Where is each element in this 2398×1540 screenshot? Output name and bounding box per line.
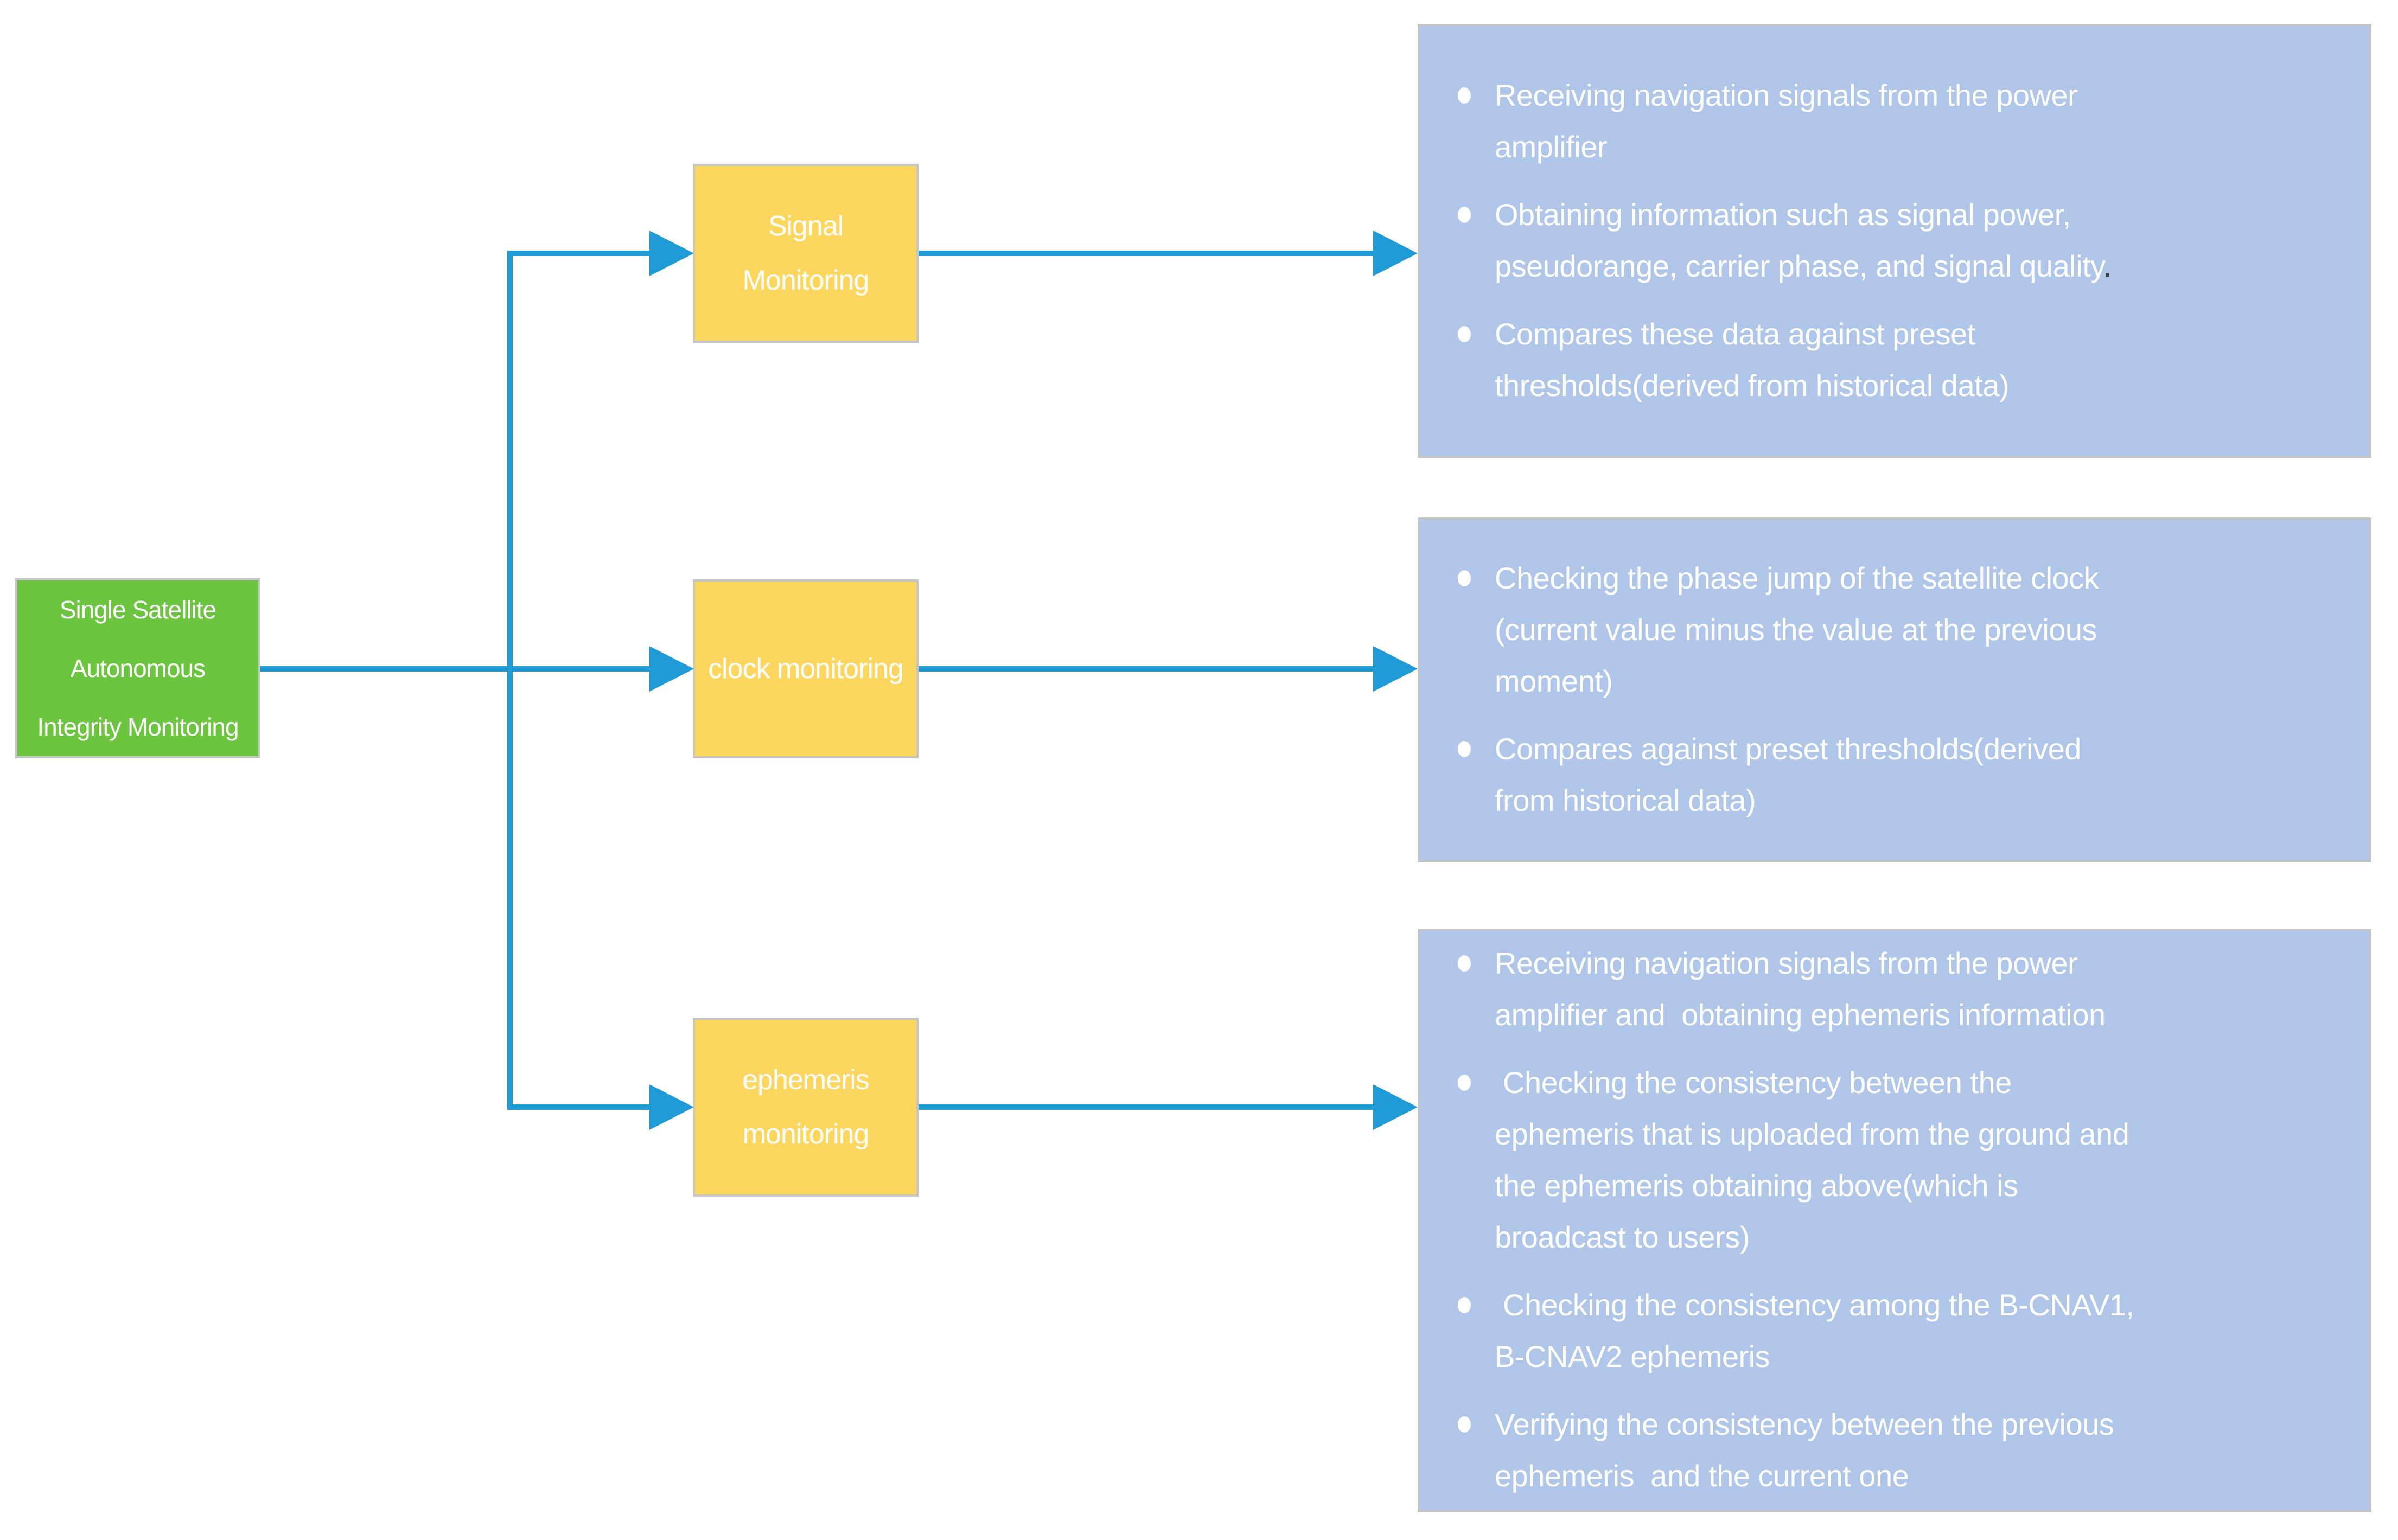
bullet-line: moment) bbox=[1495, 664, 1613, 698]
branch-node-clock-monitoring: clock monitoring bbox=[693, 579, 919, 758]
bullet-line: the ephemeris obtaining above(which is bbox=[1495, 1168, 2018, 1203]
bullet-text: Verifying the consistency between the pr… bbox=[1495, 1398, 2114, 1501]
bullet-line: Checking the consistency between the bbox=[1495, 1065, 2012, 1100]
arrowhead-icon bbox=[649, 646, 694, 692]
bullet-line: Receiving navigation signals from the po… bbox=[1495, 946, 2078, 980]
bullet-line: broadcast to users) bbox=[1495, 1220, 1750, 1254]
connector-trunk-to-signal bbox=[507, 251, 650, 256]
dark-period: . bbox=[2103, 249, 2112, 283]
connector-signal-to-detail bbox=[919, 251, 1374, 256]
bullet-dot-icon bbox=[1458, 1297, 1471, 1313]
bullet-text: Compares against preset thresholds(deriv… bbox=[1495, 723, 2081, 826]
connector-root-to-trunk bbox=[260, 666, 650, 672]
bullet-item: Checking the phase jump of the satellite… bbox=[1453, 552, 2353, 707]
bullet-item: Receiving navigation signals from the po… bbox=[1453, 937, 2353, 1040]
bullet-line: amplifier and obtaining ephemeris inform… bbox=[1495, 998, 2106, 1032]
bullet-text: Checking the phase jump of the satellite… bbox=[1495, 552, 2099, 707]
branch-node-label: clock monitoring bbox=[708, 642, 904, 696]
bullet-list: Receiving navigation signals from the po… bbox=[1453, 69, 2353, 411]
bullet-line: Checking the consistency among the B-CNA… bbox=[1495, 1288, 2134, 1322]
detail-panel-clock-monitoring: Checking the phase jump of the satellite… bbox=[1418, 517, 2371, 862]
bullet-line: pseudorange, carrier phase, and signal q… bbox=[1495, 249, 2112, 283]
bullet-text: Obtaining information such as signal pow… bbox=[1495, 189, 2112, 292]
arrowhead-icon bbox=[649, 1084, 694, 1130]
bullet-item: Obtaining information such as signal pow… bbox=[1453, 189, 2353, 292]
bullet-dot-icon bbox=[1458, 741, 1471, 757]
arrowhead-icon bbox=[1373, 231, 1418, 276]
label-line: Single Satellite bbox=[59, 596, 216, 624]
label-line: Integrity Monitoring bbox=[37, 713, 239, 741]
bullet-line: (current value minus the value at the pr… bbox=[1495, 612, 2097, 647]
arrowhead-icon bbox=[1373, 646, 1418, 692]
bullet-text: Checking the consistency between the ephe… bbox=[1495, 1057, 2129, 1263]
label-line: monitoring bbox=[742, 1119, 870, 1150]
detail-panel-ephemeris-monitoring: Receiving navigation signals from the po… bbox=[1418, 929, 2371, 1512]
bullet-line: Compares these data against preset bbox=[1495, 317, 1975, 351]
bullet-line: ephemeris and the current one bbox=[1495, 1459, 1909, 1493]
bullet-line: Obtaining information such as signal pow… bbox=[1495, 197, 2071, 232]
label-line: Autonomous bbox=[70, 654, 206, 682]
bullet-text: Receiving navigation signals from the po… bbox=[1495, 69, 2078, 172]
bullet-line: thresholds(derived from historical data) bbox=[1495, 368, 2009, 402]
arrowhead-icon bbox=[649, 231, 694, 276]
arrowhead-icon bbox=[1373, 1084, 1418, 1130]
label-line: clock monitoring bbox=[708, 653, 904, 685]
bullet-dot-icon bbox=[1458, 570, 1471, 586]
bullet-dot-icon bbox=[1458, 1075, 1471, 1091]
bullet-text: Receiving navigation signals from the po… bbox=[1495, 937, 2106, 1040]
bullet-item: Verifying the consistency between the pr… bbox=[1453, 1398, 2353, 1501]
bullet-list: Receiving navigation signals from the po… bbox=[1453, 937, 2353, 1501]
bullet-line: Checking the phase jump of the satellite… bbox=[1495, 561, 2099, 595]
bullet-item: Compares these data against preset thresh… bbox=[1453, 308, 2353, 411]
label-line: ephemeris bbox=[742, 1064, 870, 1096]
bullet-item: Receiving navigation signals from the po… bbox=[1453, 69, 2353, 172]
branch-node-ephemeris-monitoring: ephemeris monitoring bbox=[693, 1018, 919, 1197]
bullet-dot-icon bbox=[1458, 87, 1471, 104]
connector-trunk-line bbox=[507, 251, 513, 1110]
bullet-dot-icon bbox=[1458, 955, 1471, 972]
bullet-dot-icon bbox=[1458, 326, 1471, 342]
bullet-line: Compares against preset thresholds(deriv… bbox=[1495, 732, 2081, 766]
detail-panel-signal-monitoring: Receiving navigation signals from the po… bbox=[1418, 24, 2371, 458]
bullet-line: ephemeris that is uploaded from the grou… bbox=[1495, 1117, 2129, 1151]
bullet-line: Verifying the consistency between the pr… bbox=[1495, 1407, 2114, 1441]
bullet-dot-icon bbox=[1458, 207, 1471, 223]
bullet-list: Checking the phase jump of the satellite… bbox=[1453, 552, 2353, 826]
bullet-item: Checking the consistency among the B-CNA… bbox=[1453, 1279, 2353, 1382]
bullet-item: Checking the consistency between the ephe… bbox=[1453, 1057, 2353, 1263]
connector-trunk-to-ephemeris bbox=[507, 1104, 650, 1110]
connector-ephemeris-to-detail bbox=[919, 1104, 1374, 1110]
bullet-item: Compares against preset thresholds(deriv… bbox=[1453, 723, 2353, 826]
bullet-text: Compares these data against preset thresh… bbox=[1495, 308, 2009, 411]
label-line: Monitoring bbox=[742, 265, 870, 296]
bullet-text: Checking the consistency among the B-CNA… bbox=[1495, 1279, 2134, 1382]
bullet-dot-icon bbox=[1458, 1416, 1471, 1433]
bullet-line: Receiving navigation signals from the po… bbox=[1495, 78, 2078, 112]
label-line: Signal bbox=[768, 210, 844, 242]
branch-node-label: ephemeris monitoring bbox=[742, 1053, 870, 1161]
bullet-line: B-CNAV2 ephemeris bbox=[1495, 1339, 1770, 1373]
bullet-line: from historical data) bbox=[1495, 783, 1756, 817]
bullet-line: amplifier bbox=[1495, 130, 1608, 164]
connector-clock-to-detail bbox=[919, 666, 1374, 672]
